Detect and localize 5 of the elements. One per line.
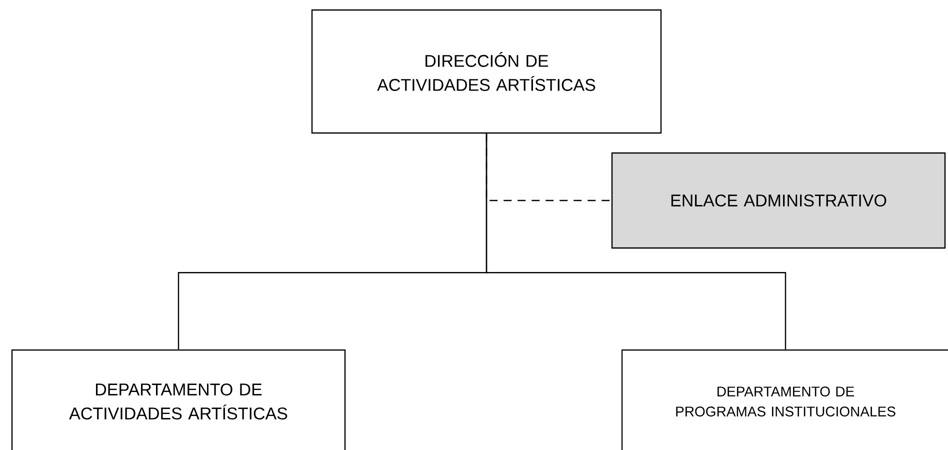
director-box: DIRECCIÓN DE ACTIVIDADES ARTÍSTICAS — [311, 9, 662, 134]
department-box: DEPARTAMENTO DE ACTIVIDADES ARTÍSTICAS — [11, 349, 346, 450]
department-box: DEPARTAMENTO DE PROGRAMAS INSTITUCIONALES — [621, 349, 948, 450]
connector-line — [486, 134, 786, 350]
liaison-box: ENLACE ADMINISTRATIVO — [611, 152, 946, 249]
